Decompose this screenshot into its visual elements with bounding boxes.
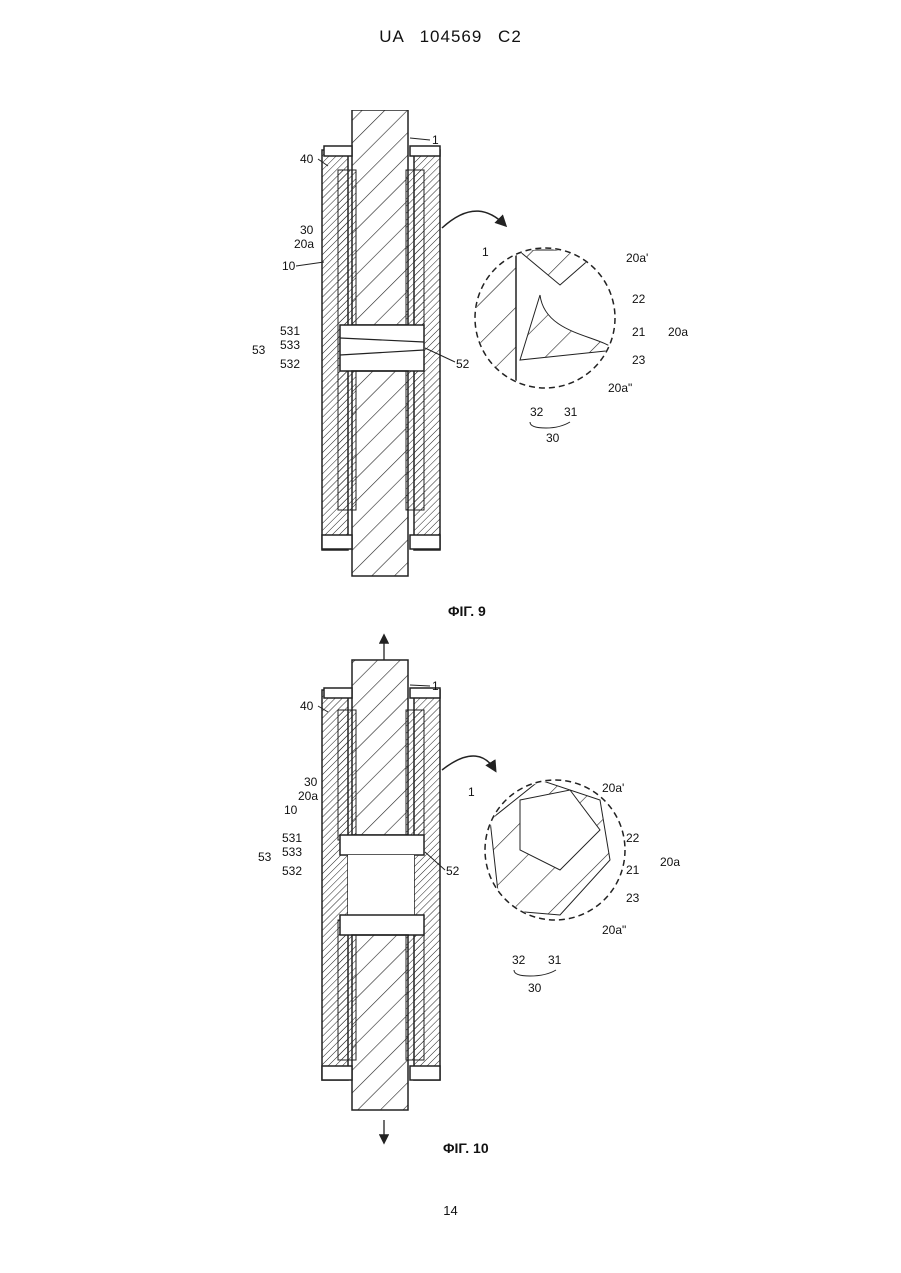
detail-label-22: 22 [626,831,640,845]
detail-label-20a-prime: 20a' [626,251,648,265]
detail-label-1: 1 [482,245,489,259]
figure-10-drawing: 40 1 30 20a 10 531 533 53 532 52 1 20a' … [0,630,901,1150]
label-52: 52 [456,357,470,371]
detail-label-20a: 20a [660,855,680,869]
detail-label-20a-double: 20a" [608,381,632,395]
label-20a: 20a [298,789,318,803]
label-10: 10 [282,259,296,273]
detail-label-23: 23 [626,891,640,905]
label-53: 53 [258,850,272,864]
label-531: 531 [280,324,300,338]
label-531: 531 [282,831,302,845]
detail-label-31: 31 [564,405,578,419]
detail-label-21: 21 [632,325,646,339]
figure-9-svg: 40 1 30 20a 10 531 533 53 532 52 1 20a' … [0,110,901,590]
label-1: 1 [432,133,439,147]
label-532: 532 [280,357,300,371]
detail-label-22: 22 [632,292,646,306]
detail-label-30: 30 [528,981,542,995]
rod-lower [352,371,408,576]
detail-label-20a-double: 20a" [602,923,626,937]
label-1: 1 [432,679,439,693]
figure-9-drawing: 40 1 30 20a 10 531 533 53 532 52 1 20a' … [0,110,901,590]
label-532: 532 [282,864,302,878]
detail-label-32: 32 [530,405,544,419]
detail-label-20a: 20a [668,325,688,339]
detail-label-32: 32 [512,953,526,967]
label-30: 30 [300,223,314,237]
detail-label-20a-prime: 20a' [602,781,624,795]
detail-label-21: 21 [626,863,640,877]
label-20a: 20a [294,237,314,251]
label-53: 53 [252,343,266,357]
detail-label-1: 1 [468,785,475,799]
detail-label-23: 23 [632,353,646,367]
label-52: 52 [446,864,460,878]
patent-header: UA 104569 C2 [0,27,901,47]
label-30: 30 [304,775,318,789]
page-number: 14 [0,1203,901,1218]
detail-label-30: 30 [546,431,560,445]
valve-assembly [340,325,424,371]
label-10: 10 [284,803,298,817]
figure-9-caption: ΦΙΓ. 9 [448,603,486,619]
label-533: 533 [280,338,300,352]
detail-label-31: 31 [548,953,562,967]
label-40: 40 [300,152,314,166]
label-40: 40 [300,699,314,713]
label-533: 533 [282,845,302,859]
figure-10-caption: ΦΙΓ. 10 [443,1140,489,1156]
rod-upper [352,110,408,325]
figure-10-svg: 40 1 30 20a 10 531 533 53 532 52 1 20a' … [0,630,901,1150]
